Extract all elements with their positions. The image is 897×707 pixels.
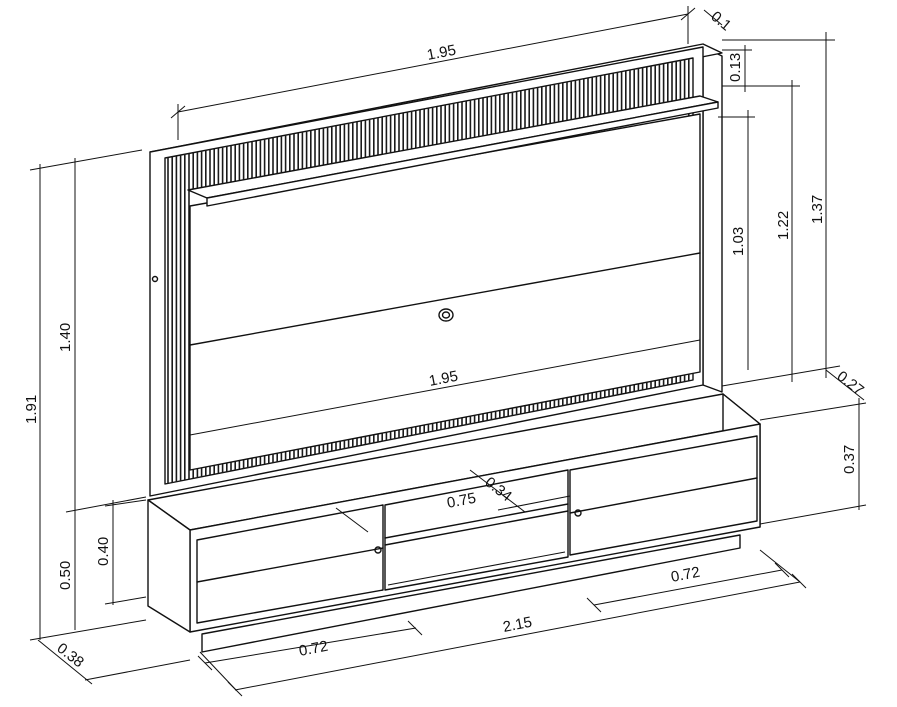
upper-shelf-front xyxy=(206,101,719,207)
right-drawers xyxy=(569,435,758,556)
label-rack-depth-right: 0.27 xyxy=(834,368,867,399)
label-panel-inner-height: 1.22 xyxy=(775,211,792,240)
label-shelf-offset: 0.13 xyxy=(727,53,744,82)
rack-left-end xyxy=(147,499,191,633)
drawer-knob-icon xyxy=(574,509,582,517)
label-rack-side-height: 0.37 xyxy=(841,445,858,474)
label-panel-front-height: 1.40 xyxy=(57,323,74,352)
cable-pass-icon xyxy=(438,308,454,322)
tv-rack xyxy=(147,393,761,653)
label-screen-height: 1.03 xyxy=(730,227,747,256)
label-rack-base-height: 0.50 xyxy=(57,561,74,590)
dimension-lines xyxy=(29,6,867,697)
niche-base-line xyxy=(387,551,566,586)
label-panel-top-width: 1.95 xyxy=(426,42,458,64)
label-niche-width: 0.75 xyxy=(446,490,478,512)
label-total-height: 1.91 xyxy=(23,395,40,424)
tv-panel xyxy=(149,43,723,497)
niche-shelf xyxy=(384,510,569,546)
label-drawer-width-left: 0.72 xyxy=(298,638,330,660)
rack-plinth xyxy=(201,534,741,653)
label-panel-height: 1.37 xyxy=(809,195,826,224)
center-niche xyxy=(384,469,569,591)
label-rack-total-width: 2.15 xyxy=(502,614,534,636)
left-drawers xyxy=(196,504,384,624)
label-drawer-width-right: 0.72 xyxy=(670,564,702,586)
left-drawer-split xyxy=(196,547,384,583)
board-split-line xyxy=(189,252,701,346)
slat-band-outer xyxy=(164,57,694,485)
label-screen-width: 1.95 xyxy=(428,368,460,390)
label-panel-depth: 0.1 xyxy=(707,8,734,34)
label-rack-height: 0.40 xyxy=(95,537,112,566)
niche-shelf-edge xyxy=(384,503,569,539)
panel-hole-icon xyxy=(151,275,159,283)
right-drawer-split xyxy=(569,477,758,514)
drawer-knob-icon xyxy=(374,546,382,554)
